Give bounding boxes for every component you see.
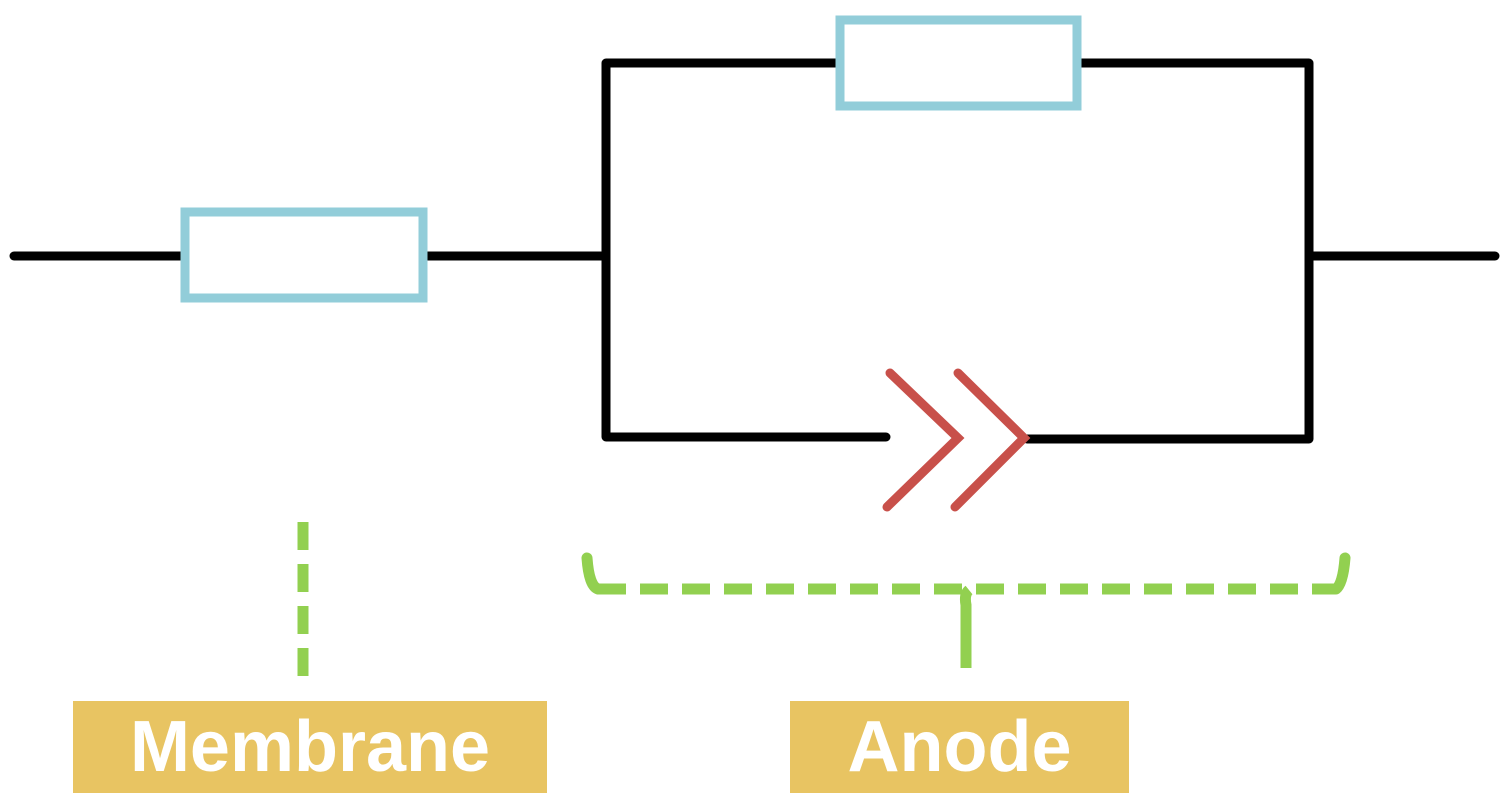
cpe-chevron-left [882, 368, 965, 512]
bracket-center-stem [959, 585, 973, 668]
bracket-left-hook [581, 552, 604, 595]
membrane-label: Membrane [73, 701, 547, 793]
bracket-right-hook [1330, 552, 1351, 595]
parallel-left-rail-wire [601, 58, 891, 442]
membrane-label-text: Membrane [129, 707, 491, 787]
anode-bracket [581, 552, 1351, 668]
parallel-right-rail-wire [1022, 58, 1314, 444]
anode-label-text: Anode [847, 707, 1072, 787]
membrane-resistor [180, 207, 428, 303]
cpe-chevron-right [950, 368, 1031, 512]
charge-transfer-resistor [835, 15, 1082, 111]
constant-phase-element [882, 368, 1031, 512]
anode-label: Anode [790, 701, 1129, 793]
wires [9, 58, 1500, 444]
